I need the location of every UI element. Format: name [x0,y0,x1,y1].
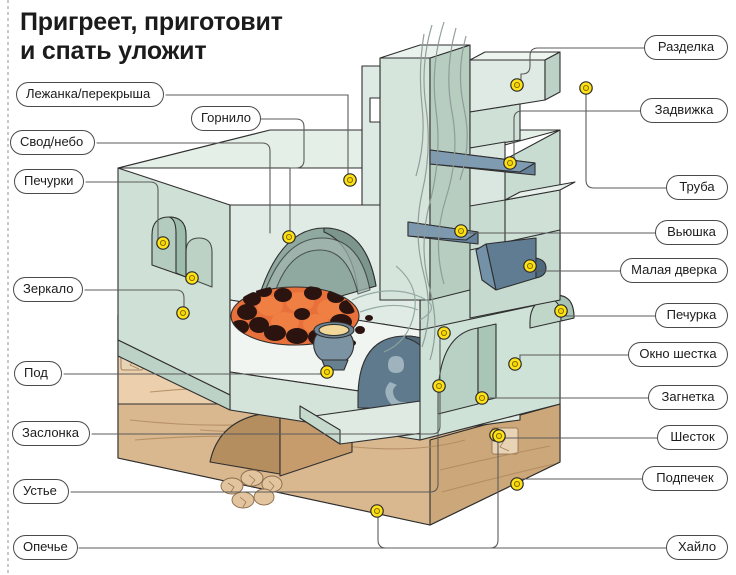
callout-opechye[interactable]: Опечье [13,535,78,560]
zerkalo-dot[interactable] [176,306,190,320]
vyushka-dot[interactable] [454,224,468,238]
callout-truba[interactable]: Труба [666,175,728,200]
page-title: Пригреет, приготовит и спать уложит [20,8,350,67]
razdelka-dot[interactable] [510,78,524,92]
pod-dot[interactable] [320,365,334,379]
callout-pechurki[interactable]: Печурки [14,169,84,194]
gornilo-dot[interactable] [282,230,296,244]
callout-razdelka[interactable]: Разделка [644,35,728,60]
callout-pod[interactable]: Под [14,361,62,386]
callout-zerkalo[interactable]: Зеркало [13,277,84,302]
callout-vyushka[interactable]: Вьюшка [655,220,728,245]
pechurki-dot[interactable] [156,236,170,250]
lezhanka-dot[interactable] [343,173,357,187]
callout-ustye[interactable]: Устье [13,479,69,504]
zadwizhka-dot[interactable] [503,156,517,170]
khailo-dot[interactable] [370,504,384,518]
zaslonka-dot[interactable] [437,326,451,340]
callout-malaya[interactable]: Малая дверка [620,258,728,283]
opechye-dot[interactable] [492,429,506,443]
callout-svod[interactable]: Свод/небо [10,130,95,155]
svod-dot[interactable] [185,271,199,285]
callout-zaslonka[interactable]: Заслонка [12,421,90,446]
title-line-2: и спать уложит [20,37,207,66]
callout-okno[interactable]: Окно шестка [628,342,728,367]
truba-dot[interactable] [579,81,593,95]
callout-zagnetka[interactable]: Загнетка [648,385,728,410]
podpechek-dot[interactable] [510,477,524,491]
callout-gornilo[interactable]: Горнило [191,106,262,131]
okno-dot[interactable] [508,357,522,371]
callout-shestok[interactable]: Шесток [657,425,728,450]
malaya-dot[interactable] [523,259,537,273]
title-line-1: Пригреет, приготовит [20,8,283,36]
callout-pechurka[interactable]: Печурка [655,303,728,328]
callout-zadvizhka[interactable]: Задвижка [640,98,728,123]
callout-khailo[interactable]: Хайло [666,535,728,560]
zagnetka-dot[interactable] [475,391,489,405]
callout-podpechek[interactable]: Подпечек [642,466,728,491]
left-dotted-rule [7,0,9,575]
ustye-dot[interactable] [432,379,446,393]
callout-lezhanka[interactable]: Лежанка/перекрыша [16,82,164,107]
pechurka-dot[interactable] [554,304,568,318]
